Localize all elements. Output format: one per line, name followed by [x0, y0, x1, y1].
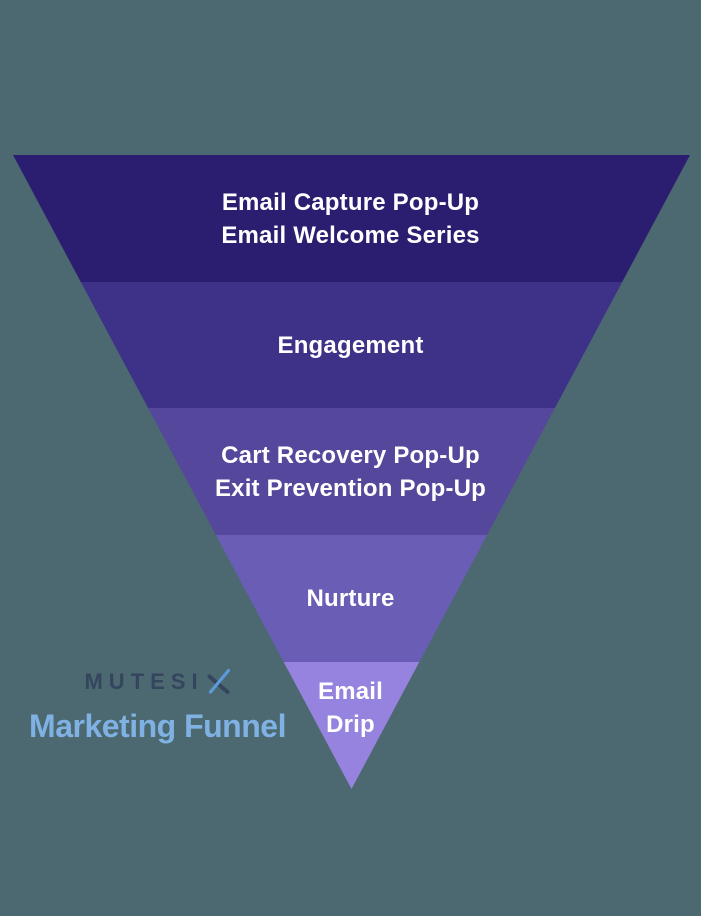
mutesix-logo: MUTESI [0, 665, 315, 695]
funnel-tier-5-shape [283, 662, 420, 789]
funnel-tier-2-shape [80, 282, 623, 408]
logo-x-icon [207, 668, 230, 694]
marketing-funnel-caption: Marketing Funnel [29, 708, 286, 744]
funnel-tier-4-shape [215, 535, 488, 662]
funnel-tier-3-shape [148, 408, 555, 535]
brand-block: MUTESI Marketing Funnel [0, 665, 315, 743]
mutesix-logo-letters: MUTESI [84, 669, 204, 694]
funnel-tier-1-shape [13, 155, 690, 282]
